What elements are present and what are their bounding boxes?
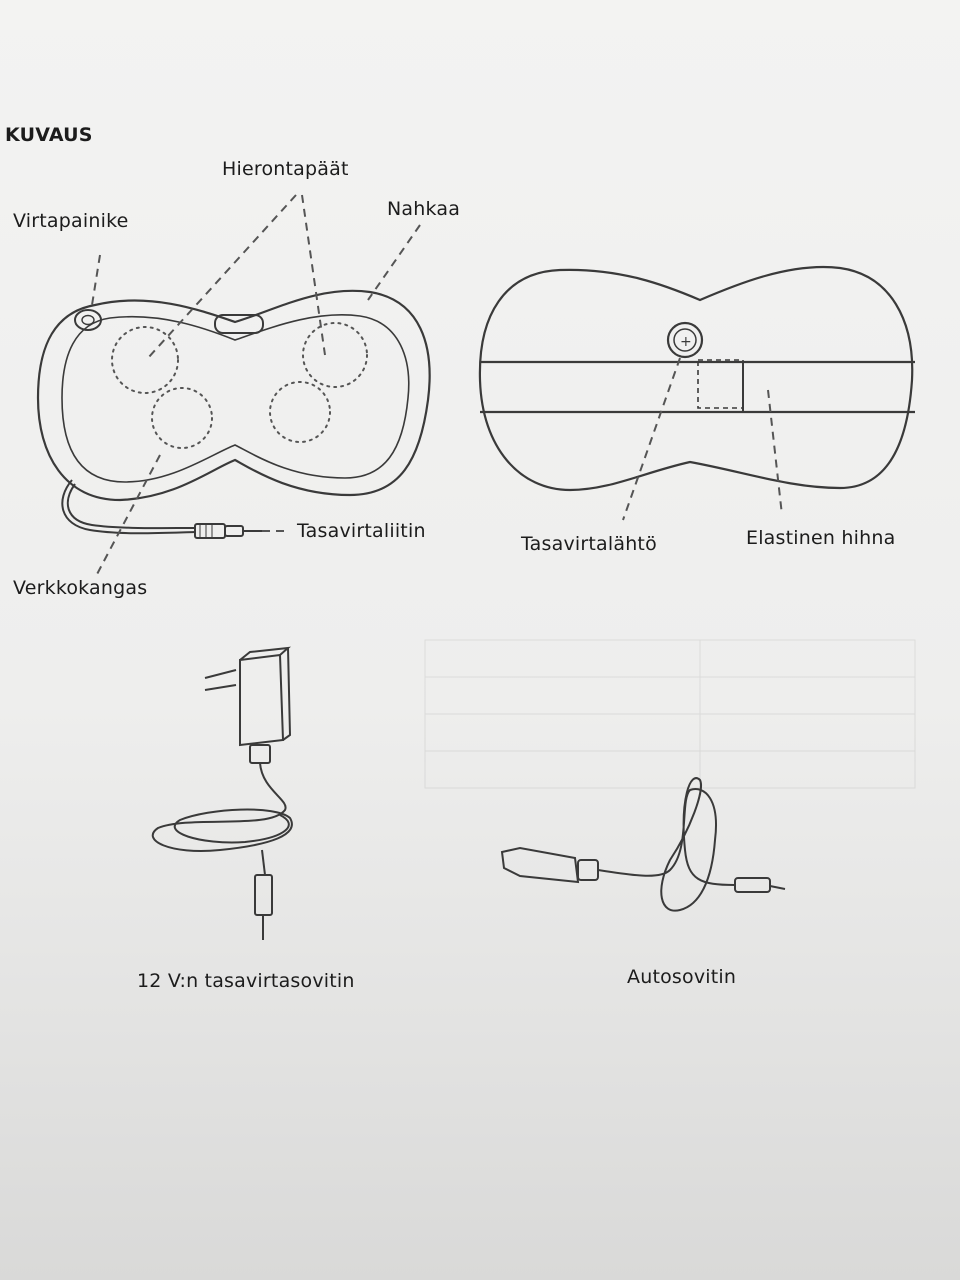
elastic-strap-label: Elastinen hihna xyxy=(746,527,896,549)
massage-head-icon xyxy=(111,326,179,394)
leader-lines-back xyxy=(622,357,783,521)
dc-output-patch xyxy=(697,359,744,409)
power-button-label: Virtapainike xyxy=(13,210,129,232)
car-adapter-drawing xyxy=(500,777,786,912)
bleed-through xyxy=(424,639,916,789)
massage-head-icon xyxy=(151,387,213,449)
elastic-strap-band xyxy=(480,360,915,414)
dc-output-label: Tasavirtalähtö xyxy=(521,533,657,555)
pillow-back-outline xyxy=(478,266,914,492)
dc-cable xyxy=(61,479,262,539)
massage-heads-label: Hierontapäät xyxy=(222,158,349,180)
leader-lines-front xyxy=(91,194,421,579)
power-button-icon xyxy=(74,309,102,331)
cigarette-plug-icon xyxy=(500,846,580,884)
leather-label: Nahkaa xyxy=(387,198,461,220)
section-heading: KUVAUS xyxy=(5,124,93,146)
dc-adapter-label: 12 V:n tasavirtasovitin xyxy=(137,970,355,992)
svg-text:+: + xyxy=(680,334,692,350)
leather-patch xyxy=(214,314,264,334)
dc-output-icon xyxy=(666,321,704,359)
dc-adapter-drawing xyxy=(151,646,293,940)
car-adapter-label: Autosovitin xyxy=(627,966,737,988)
pillow-inner-panel xyxy=(61,314,410,483)
pillow-outer-outline xyxy=(36,289,431,502)
pillow-front xyxy=(36,289,431,502)
massage-heads xyxy=(111,322,368,449)
massage-head-icon xyxy=(302,322,368,388)
dc-connector-label: Tasavirtaliitin xyxy=(297,520,426,542)
massage-head-icon xyxy=(269,381,331,443)
wall-plug-icon xyxy=(239,653,285,747)
pillow-back: + xyxy=(478,266,915,492)
mesh-fabric-label: Verkkokangas xyxy=(13,577,148,599)
